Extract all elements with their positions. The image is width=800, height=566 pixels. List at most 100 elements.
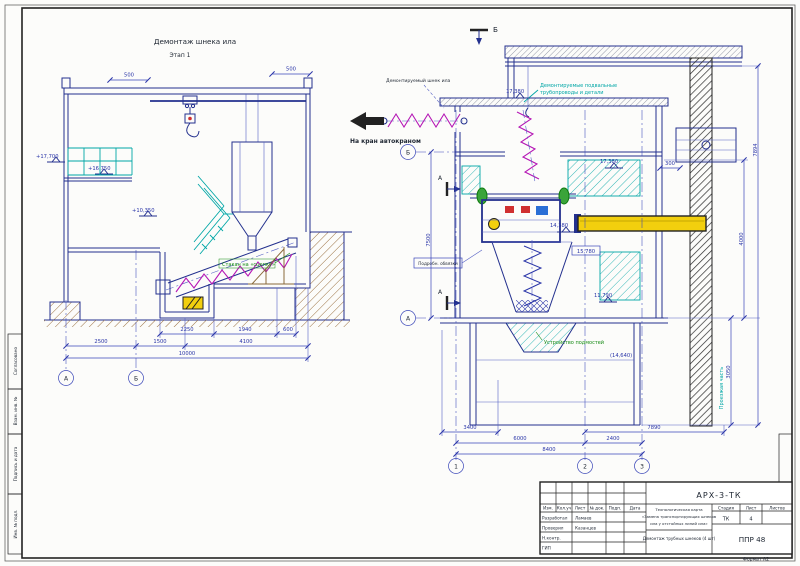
cyan-equipment: [461, 159, 641, 301]
dim-label: 3050: [726, 365, 732, 378]
tb-subtitle: Демонтаж трубных шнеков (4 шт): [643, 536, 716, 541]
axis-bubble-a: А: [406, 316, 411, 323]
sling-block: [182, 296, 204, 310]
tb-header-data: Дата: [630, 506, 641, 511]
elevation-label: 14,380: [550, 223, 568, 229]
margin-box-vzam: Взам. инв. №: [13, 396, 18, 425]
direction-arrow: [350, 112, 384, 130]
dim-label: 7500: [426, 233, 432, 246]
tb-role-1: Разработал: [542, 516, 568, 521]
tb-role-4: ГИП: [542, 546, 551, 551]
left-axes: А Б: [58, 250, 144, 386]
removed-screw: Демонтируемый шнек ила На кран автокрано…: [350, 77, 468, 145]
dim-label: 1940: [238, 327, 251, 333]
axis-bubble-2: 2: [583, 464, 587, 471]
tb-role-2: Проверил: [542, 526, 564, 531]
cyan-notes: Демонтируемые подвальные трубопроводы и …: [523, 83, 617, 103]
tb-name-1: Ламаев: [575, 516, 592, 521]
dim-label: 2250: [180, 327, 193, 333]
note-box-label: Подробн. обвязки: [418, 261, 458, 266]
right-bottom-dims: 3400 7890 6000 2400 8400 1 2 3: [438, 110, 728, 474]
building-section: [61, 77, 313, 302]
foundations: [44, 231, 352, 327]
right-vertical-dims: 4000 7894 3050 300: [642, 62, 762, 429]
drawing-code: АРХ-3-ТК: [696, 491, 741, 500]
axis-bubble-1: 1: [454, 464, 458, 471]
note-cyan-line1: Демонтируемые подвальные: [540, 83, 617, 89]
hopper: [231, 141, 273, 251]
margin-box-inv: Инв. № подл.: [13, 510, 18, 539]
elevation-marks-right: 17,380 17,380 14,380 15,780 11,790 (14,6…: [506, 89, 632, 359]
sludge-tank: [491, 240, 573, 314]
dim-label: 600: [283, 327, 293, 333]
note-cup-label: Стакан на «сцепку»: [222, 262, 275, 268]
note-cyan-line2: трубопроводы и детали: [540, 90, 603, 96]
left-top-dims: 500 500: [106, 67, 314, 84]
tb-stage-label: Стадия: [718, 506, 735, 511]
elevation-label: 17,380: [600, 159, 618, 165]
axis-bubble-b: Б: [406, 150, 410, 157]
stairs: [193, 175, 234, 255]
dim-label: 1500: [153, 339, 166, 345]
axis-bubble-3: 3: [640, 464, 644, 471]
tb-doc-line2: «Замена транспортирующих шнеков: [642, 514, 717, 519]
tb-header-koluch: Кол.уч: [557, 506, 572, 511]
support-truss: [248, 247, 294, 285]
title-block-grid: [540, 482, 792, 554]
dim-label: 2500: [94, 339, 107, 345]
tb-header-izm: Изм.: [543, 506, 553, 511]
dim-label: 6000: [513, 436, 526, 442]
detail-box: [675, 127, 737, 163]
note-green-label: Устройство подмостей: [544, 339, 604, 346]
drive-unit: [470, 187, 576, 243]
elevation-label: 11,790: [594, 293, 612, 299]
left-view: Демонтаж шнека ила Этап 1: [36, 37, 352, 386]
lifted-screw: [516, 66, 540, 183]
arrow-note-label: На кран автокраном: [350, 138, 421, 145]
elevation-label: (14,640): [610, 353, 632, 359]
right-left-annotations: Б А 7500 А А: [400, 144, 461, 326]
format-note: Формат А2: [743, 557, 769, 563]
note-box: Подробн. обвязки: [413, 249, 483, 269]
tb-stage-value: ТК: [722, 517, 730, 523]
tb-doc-line1: Технологическая карта: [654, 507, 702, 512]
dim-label: 500: [124, 73, 134, 79]
section-label-a2: А: [438, 289, 443, 296]
title-block: АРХ-3-ТК Изм. Кол.уч Лист № док. Подп. Д…: [539, 481, 793, 555]
tb-header-list: Лист: [575, 506, 586, 511]
tb-role-3: Н.контр.: [542, 536, 561, 541]
right-building-shell: [439, 97, 669, 324]
dim-label: 7894: [753, 143, 759, 157]
right-view: Б Проезжая часть: [350, 25, 762, 474]
dim-label: 8400: [542, 447, 555, 453]
left-view-title: Демонтаж шнека ила: [154, 37, 236, 46]
screw-conveyor: [155, 237, 298, 298]
elevation-label: +10,350: [132, 208, 155, 214]
section-flag-b: Б: [470, 25, 498, 45]
elevation-marks-left: +17,700 +16,750 +10,350: [36, 154, 158, 217]
elevation-label: +16,750: [88, 166, 111, 172]
axis-bubble-a: А: [64, 376, 69, 383]
section-label-a1: А: [438, 175, 443, 182]
tb-header-ndok: № док.: [589, 506, 604, 511]
margin-box-podpis: Подпись и дата: [13, 446, 18, 481]
note-green: Устройство подмостей: [535, 331, 604, 346]
tb-doc-line3: ила у отстойных линий ила»: [650, 521, 708, 526]
section-label-b: Б: [493, 25, 498, 34]
tb-header-podp: Подп.: [609, 506, 622, 511]
dim-label: 300: [665, 161, 675, 167]
tb-sheet-label: Лист: [746, 506, 757, 511]
dim-label: 10000: [179, 351, 196, 357]
screw-beam-yellow: [574, 214, 707, 233]
note-cup: Стакан на «сцепку»: [218, 252, 291, 269]
left-view-stage: Этап 1: [169, 52, 190, 59]
dim-label: 500: [286, 67, 296, 73]
crane-hook: [150, 95, 306, 138]
tb-org: ППР 48: [739, 535, 766, 544]
dim-label: 7890: [647, 425, 660, 431]
elevation-label: 15,780: [577, 249, 595, 255]
platform-railing: [67, 147, 133, 176]
tb-sheets-label: Листов: [769, 506, 785, 511]
